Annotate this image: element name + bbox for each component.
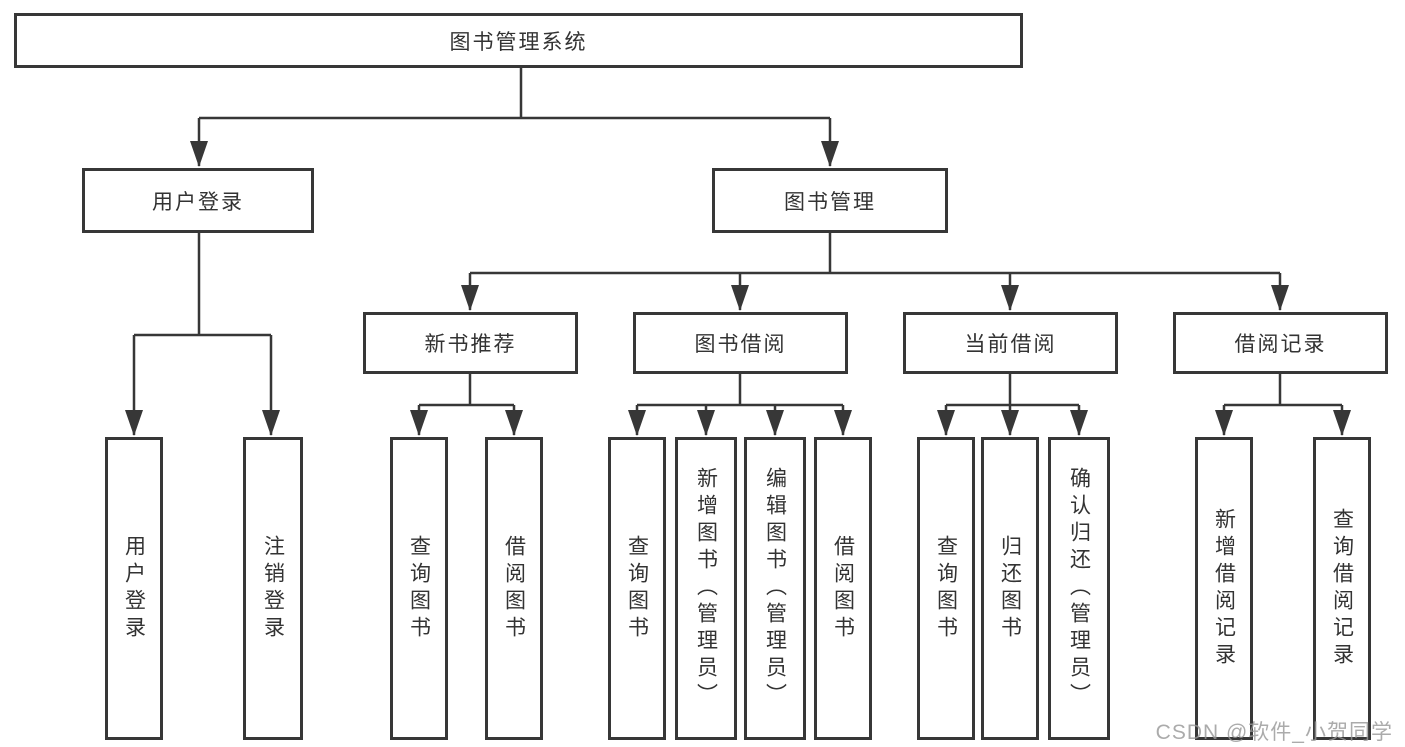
node-new-book-recommend-label: 新书推荐 xyxy=(424,333,517,356)
leaf-label: 借阅图书 xyxy=(502,534,526,643)
leaf-borrow-books-1: 借阅图书 xyxy=(485,437,543,740)
leaf-label: 查询图书 xyxy=(407,534,431,643)
node-book-management: 图书管理 xyxy=(712,168,948,233)
node-borrow-record: 借阅记录 xyxy=(1173,312,1388,374)
node-user-login-label: 用户登录 xyxy=(152,190,244,214)
leaf-query-books-3: 查询图书 xyxy=(917,437,975,740)
leaf-add-borrow-record: 新增借阅记录 xyxy=(1195,437,1253,740)
leaf-return-books: 归还图书 xyxy=(981,437,1039,740)
leaf-user-login: 用户登录 xyxy=(105,437,163,740)
leaf-label: 新增图书（管理员） xyxy=(694,467,718,710)
leaf-label: 归还图书 xyxy=(998,534,1022,643)
node-current-borrow-label: 当前借阅 xyxy=(964,333,1057,356)
leaf-label: 确认归还（管理员） xyxy=(1067,467,1091,710)
leaf-label: 借阅图书 xyxy=(831,534,855,643)
leaf-label: 新增借阅记录 xyxy=(1212,507,1236,670)
leaf-label: 查询借阅记录 xyxy=(1330,507,1354,670)
connector-arrows xyxy=(125,118,1351,436)
leaf-confirm-return-admin: 确认归还（管理员） xyxy=(1048,437,1110,740)
leaf-query-borrow-record: 查询借阅记录 xyxy=(1313,437,1371,740)
node-current-borrow: 当前借阅 xyxy=(903,312,1118,374)
leaf-query-books-1: 查询图书 xyxy=(390,437,448,740)
leaf-label: 查询图书 xyxy=(625,534,649,643)
node-root-label: 图书管理系统 xyxy=(449,30,588,54)
leaf-borrow-books-2: 借阅图书 xyxy=(814,437,872,740)
leaf-logout: 注销登录 xyxy=(243,437,303,740)
connector-trunks xyxy=(134,68,1342,407)
leaf-label: 查询图书 xyxy=(934,534,958,643)
leaf-label: 用户登录 xyxy=(122,534,146,643)
node-book-management-label: 图书管理 xyxy=(784,190,876,214)
watermark: CSDN @软件_小贺同学 xyxy=(1155,721,1393,744)
node-new-book-recommend: 新书推荐 xyxy=(363,312,578,374)
node-root: 图书管理系统 xyxy=(14,13,1023,68)
leaf-label: 注销登录 xyxy=(261,534,285,643)
node-user-login: 用户登录 xyxy=(82,168,314,233)
leaf-edit-books-admin: 编辑图书（管理员） xyxy=(744,437,806,740)
leaf-query-books-2: 查询图书 xyxy=(608,437,666,740)
node-borrow-record-label: 借阅记录 xyxy=(1234,333,1327,356)
leaf-add-books-admin: 新增图书（管理员） xyxy=(675,437,737,740)
leaf-label: 编辑图书（管理员） xyxy=(763,467,787,710)
node-book-borrow-label: 图书借阅 xyxy=(694,333,787,356)
node-book-borrow: 图书借阅 xyxy=(633,312,848,374)
